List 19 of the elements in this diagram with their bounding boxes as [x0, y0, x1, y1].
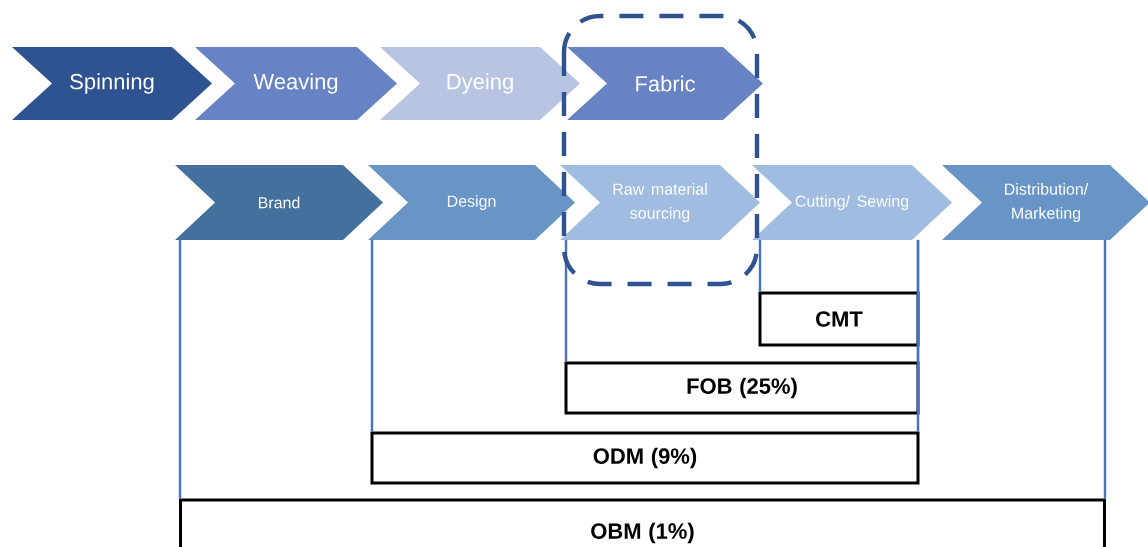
label-box: CMT: [758, 291, 920, 347]
chevron-step: Design: [368, 165, 575, 240]
connector-line: [564, 239, 568, 362]
chevron-step: Cutting/ Sewing: [752, 165, 952, 240]
label-box: ODM (9%): [370, 431, 920, 485]
chevron-step: Fabric: [567, 47, 763, 120]
chevron-step: Weaving: [195, 47, 397, 120]
chevron-step: Dyeing: [380, 47, 580, 120]
connector-line: [370, 239, 374, 432]
label-box: OBM (1%): [179, 498, 1106, 547]
chevron-step: Distribution/ Marketing: [942, 165, 1148, 240]
label-box: FOB (25%): [564, 361, 920, 415]
connector-line: [178, 239, 182, 499]
chevron-step: Brand: [175, 165, 383, 240]
connector-line: [758, 239, 762, 292]
chevron-step: Raw material sourcing: [560, 165, 760, 240]
connector-line: [1103, 239, 1107, 499]
chevron-step: Spinning: [12, 47, 212, 120]
connector-line: [916, 239, 920, 432]
